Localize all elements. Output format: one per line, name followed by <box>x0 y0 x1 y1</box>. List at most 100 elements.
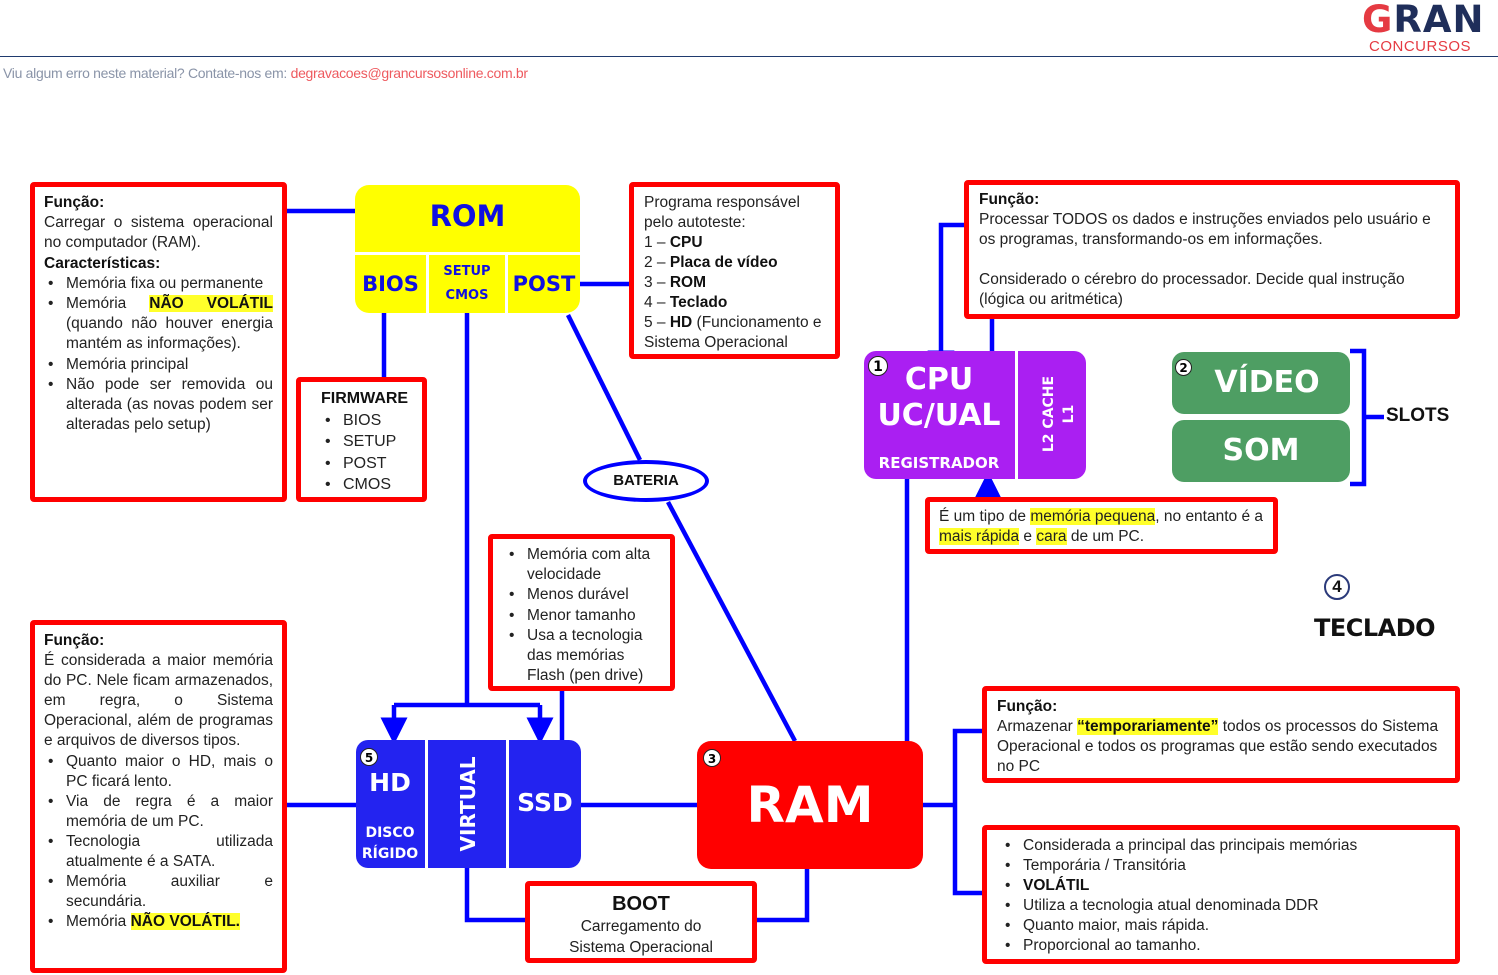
ram-characteristics-list: Considerada a principal das principais m… <box>1001 836 1446 956</box>
storage-number-badge: 5 <box>360 748 378 766</box>
register-note-box: É um tipo de memória pequena, no entanto… <box>925 497 1278 554</box>
rom-cell-post[interactable]: POST <box>512 272 576 296</box>
slot-video[interactable]: 2 VÍDEO <box>1172 352 1350 414</box>
step-number: 1 – <box>644 234 670 251</box>
highlight-text: mais rápida <box>939 528 1020 545</box>
item-text: Memória principal <box>66 355 189 373</box>
cpu-title: CPU <box>904 362 974 397</box>
boot-line1: Carregamento do <box>580 918 702 935</box>
slot-video-label: VÍDEO <box>1214 365 1320 400</box>
list-item: Memória NÃO VOLÁTIL (quando não houver e… <box>48 294 273 355</box>
list-item: Tecnologia utilizada atualmente é a SATA… <box>48 832 273 872</box>
step-number: 3 – <box>644 274 670 291</box>
step-number: 4 – <box>644 294 670 311</box>
line-ram-info-bracket <box>952 728 985 896</box>
logo-concursos: CONCURSOS <box>1369 38 1472 55</box>
teclado-label[interactable]: TECLADO <box>1314 614 1436 642</box>
list-item: Memória auxiliar e secundária. <box>48 872 273 912</box>
firmware-title: FIRMWARE <box>321 390 409 407</box>
list-item: Memória fixa ou permanente <box>48 274 273 294</box>
list-item: BIOS <box>325 410 414 432</box>
list-item: Memória NÃO VOLÁTIL. <box>48 912 273 933</box>
cpu-divider <box>1015 351 1018 479</box>
list-item: Usa a tecnologia das memórias Flash (pen… <box>509 626 664 687</box>
slot-som[interactable]: SOM <box>1172 420 1350 482</box>
highlight-text: memória pequena <box>1030 508 1156 525</box>
list-item: Considerada a principal das principais m… <box>1005 836 1446 856</box>
contact-text: Viu algum erro neste material? Contate-n… <box>3 65 291 81</box>
highlight-text: cara <box>1036 528 1067 545</box>
post-step: 4 – Teclado <box>644 293 826 313</box>
boot-title: BOOT <box>612 893 670 915</box>
item-text: Considerada a principal das principais m… <box>1023 837 1358 854</box>
item-text: Via de regra é a maior memória de um PC. <box>66 792 273 830</box>
hd-label[interactable]: HD <box>369 768 411 797</box>
post-info-box: Programa responsável pelo autoteste: 1 –… <box>629 182 840 359</box>
line-ram-boot <box>755 869 810 923</box>
rom-divider <box>426 255 429 313</box>
note-text: É um tipo de <box>939 508 1031 525</box>
step-label: Placa de vídeo <box>669 254 778 271</box>
list-item: Menor tamanho <box>509 606 664 626</box>
hd-characteristics-list: Quanto maior o HD, mais o PC ficará lent… <box>44 752 273 933</box>
rom-cell-setup: SETUP <box>443 264 491 279</box>
line-rom-bateria <box>565 313 643 462</box>
bateria-node[interactable]: BATERIA <box>583 460 709 502</box>
rom-characteristics-list: Memória fixa ou permanenteMemória NÃO VO… <box>44 274 273 436</box>
cpu-cache-l2[interactable]: L2 CACHE <box>1041 375 1057 453</box>
virtual-label[interactable]: VIRTUAL <box>456 756 480 852</box>
boot-line2: Sistema Operacional <box>569 939 713 956</box>
list-item: SETUP <box>325 431 414 453</box>
rom-block[interactable]: ROM BIOS SETUP CMOS POST <box>355 185 580 313</box>
list-item: Memória com alta velocidade <box>509 545 664 585</box>
rom-cell-setup-cmos[interactable]: SETUP CMOS <box>429 255 505 313</box>
cpu-registrador[interactable]: REGISTRADOR <box>878 454 1000 472</box>
step-label: ROM <box>669 274 707 291</box>
storage-block[interactable]: 5 HD DISCO RÍGIDO VIRTUAL SSD <box>356 740 581 868</box>
teclado-number-badge: 4 <box>1324 574 1350 600</box>
rom-title: ROM <box>429 199 506 233</box>
cpu-subtitle: UC/UAL <box>877 398 1001 433</box>
highlight-text: NÃO VOLÁTIL <box>149 295 273 313</box>
ram-block[interactable]: 3 RAM <box>697 741 923 869</box>
item-text: Memória fixa ou permanente <box>66 274 264 292</box>
header-rule <box>0 56 1498 57</box>
step-label: Teclado <box>669 294 728 311</box>
item-text: Tecnologia utilizada atualmente é a SATA… <box>66 832 273 871</box>
item-text: Quanto maior, mais rápida. <box>1023 917 1210 934</box>
cpu-info-box: Função: Processar TODOS os dados e instr… <box>964 180 1460 319</box>
list-item: Temporária / Transitória <box>1005 856 1446 876</box>
line-slots-bracket <box>1350 348 1367 487</box>
contact-email-link[interactable]: degravacoes@grancursosonline.com.br <box>290 65 528 81</box>
arrow-info-to-cpu <box>927 222 966 378</box>
ssd-label[interactable]: SSD <box>517 788 573 817</box>
slots-label: SLOTS <box>1386 405 1450 426</box>
item-text: Quanto maior o HD, mais o PC ficará lent… <box>66 752 273 790</box>
post-step: 2 – Placa de vídeo <box>644 253 826 273</box>
step-number: 2 – <box>644 254 670 271</box>
cpu-number-badge: 1 <box>868 356 888 376</box>
post-step: 5 – HD (Funcionamento e Sistema Operacio… <box>644 313 826 353</box>
cpu-block[interactable]: 1 CPU UC/UAL REGISTRADOR L2 CACHE L1 <box>864 351 1086 479</box>
rom-cell-bios[interactable]: BIOS <box>362 272 419 296</box>
post-step: 1 – CPU <box>644 233 826 253</box>
logo-gran-rest: RAN <box>1393 0 1485 41</box>
cpu-funcao-line1: Processar TODOS os dados e instruções en… <box>979 211 1431 248</box>
cpu-cache-l1[interactable]: L1 <box>1061 404 1077 424</box>
rom-cell-cmos: CMOS <box>445 288 489 303</box>
step-rest: (Funcionamento e Sistema Operacional <box>644 314 822 351</box>
rom-info-box: Função: Carregar o sistema operacional n… <box>30 182 287 502</box>
ram-title: RAM <box>746 776 874 834</box>
list-item: Menos durável <box>509 585 664 605</box>
item-text: (quando não houver energia mantém as inf… <box>66 315 273 353</box>
storage-divider <box>506 740 509 868</box>
logo-gran: GRAN <box>1362 0 1484 40</box>
item-text: Não pode ser removida ou alterada (as no… <box>66 375 273 434</box>
ram-funcao-text: Armazenar “temporariamente” todos os pro… <box>997 718 1439 775</box>
slot-som-label: SOM <box>1222 433 1300 468</box>
item-text: Memória auxiliar e secundária. <box>66 873 273 911</box>
cpu-funcao-line2: Considerado o cérebro do processador. De… <box>979 271 1405 308</box>
list-item: Memória principal <box>48 355 273 375</box>
